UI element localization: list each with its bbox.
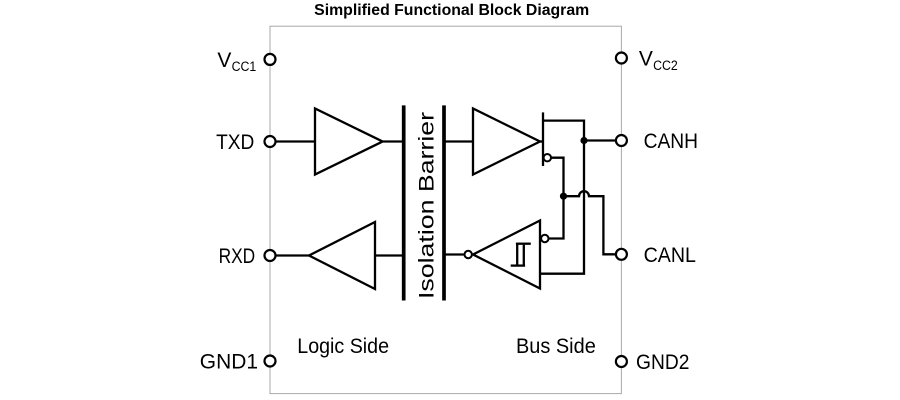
svg-text:CC2: CC2 <box>653 58 678 73</box>
svg-text:TXD: TXD <box>216 131 254 154</box>
svg-text:GND2: GND2 <box>636 351 689 374</box>
svg-text:CANH: CANH <box>644 130 698 153</box>
svg-text:Simplified Functional Block Di: Simplified Functional Block Diagram <box>314 2 589 19</box>
svg-text:V: V <box>217 49 231 72</box>
svg-text:V: V <box>639 48 653 71</box>
svg-text:Isolation Barrier: Isolation Barrier <box>415 112 438 299</box>
svg-text:Bus Side: Bus Side <box>516 335 596 358</box>
svg-text:Logic Side: Logic Side <box>297 335 389 358</box>
svg-text:CC1: CC1 <box>232 59 257 74</box>
svg-text:CANL: CANL <box>644 244 696 267</box>
svg-text:RXD: RXD <box>219 245 256 268</box>
svg-text:GND1: GND1 <box>200 351 258 374</box>
